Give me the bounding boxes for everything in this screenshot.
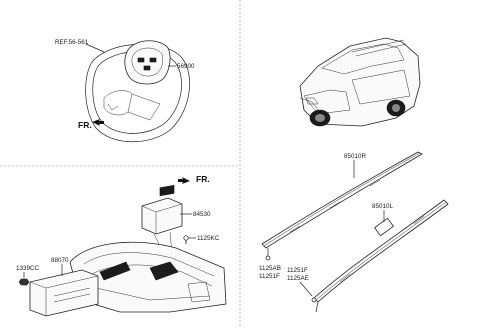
driver-airbag-module	[124, 40, 171, 85]
section-dividers	[0, 0, 241, 328]
dashboard-panel	[69, 241, 227, 313]
nut-knee-label: 1339CC	[16, 265, 40, 272]
curtain-left-label: 85010L	[372, 203, 394, 210]
leader-lines-steering	[85, 43, 176, 67]
curtain-airbag-right	[261, 151, 423, 256]
fastener-icon	[311, 297, 317, 303]
fastener-right-b-label: 11251F	[259, 273, 280, 280]
fastener-left-b-label: 1125AE	[287, 275, 309, 282]
front-label-bottom: FR.	[196, 174, 210, 184]
driver-airbag-label: 56900	[177, 63, 195, 70]
curtain-right-label: 85010R	[344, 153, 367, 160]
passenger-airbag-module	[141, 184, 183, 235]
front-arrow-icon	[178, 177, 190, 184]
vehicle-illustration	[299, 37, 421, 127]
knee-airbag-label: 88070	[51, 257, 69, 264]
curtain-airbag-left	[313, 199, 449, 313]
leader-line-fastener-left	[299, 281, 313, 297]
nut-icon	[18, 278, 30, 286]
passenger-airbag-label: 84530	[193, 211, 211, 218]
bolt-icon	[183, 235, 189, 244]
bolt-passenger-label: 1125KC	[197, 235, 220, 242]
fastener-right-a-label: 1125AB	[259, 265, 281, 272]
fastener-icon	[265, 255, 271, 261]
front-arrow-icon	[92, 119, 104, 126]
leader-lines-knee	[23, 264, 63, 278]
front-label-top: FR.	[78, 120, 92, 130]
knee-airbag-module	[29, 269, 99, 317]
fastener-left-a-label: 11251F	[287, 267, 308, 274]
ref-steering-label: REF.56-561	[55, 39, 89, 46]
